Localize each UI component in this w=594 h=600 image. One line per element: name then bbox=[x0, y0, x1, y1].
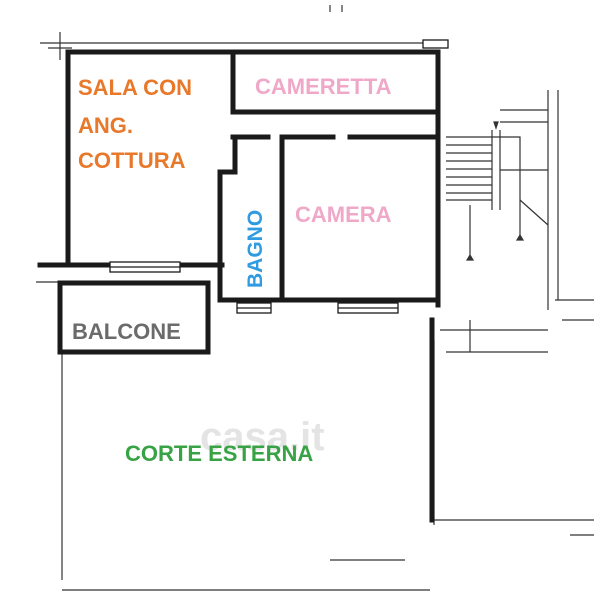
walls bbox=[37, 49, 441, 523]
camera-label: CAMERA bbox=[295, 202, 392, 227]
staircase bbox=[446, 109, 549, 261]
cameretta-label: CAMERETTA bbox=[255, 74, 392, 99]
corte-label: CORTE ESTERNA bbox=[125, 441, 313, 466]
windows bbox=[109, 39, 449, 314]
sala-label-line-1: SALA CON bbox=[78, 75, 192, 100]
balcone-label: BALCONE bbox=[72, 319, 181, 344]
bagno-label: BAGNO bbox=[244, 210, 267, 288]
sala-label-line-2: ANG. bbox=[78, 113, 133, 138]
outer-boundary-lines bbox=[36, 5, 594, 591]
sala-label-line-3: COTTURA bbox=[78, 148, 186, 173]
watermark: casa.it bbox=[200, 415, 325, 459]
